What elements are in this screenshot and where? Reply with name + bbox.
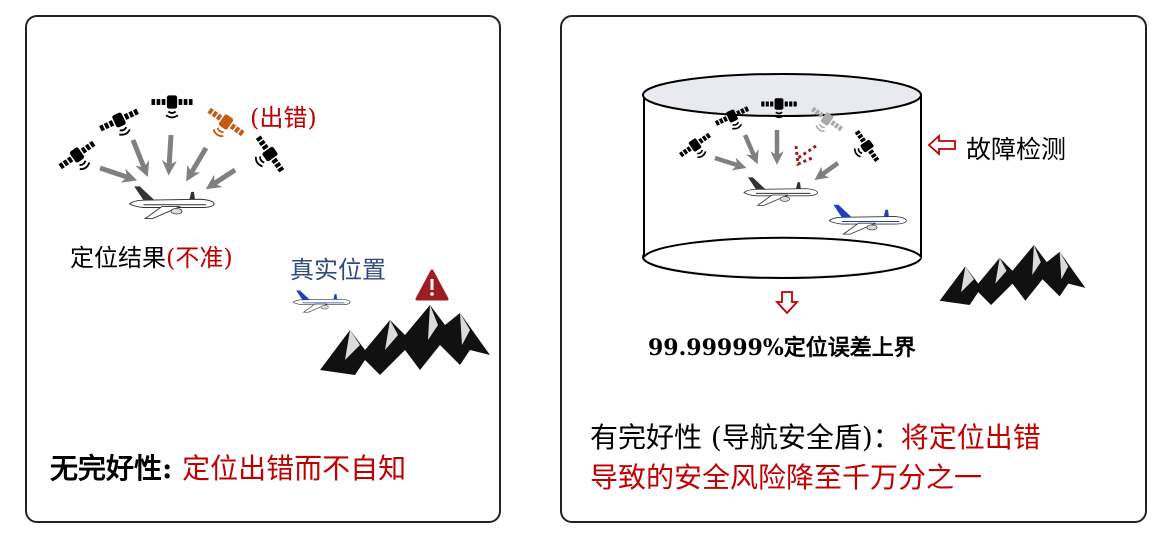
satellite-icon [55,136,104,181]
fault-excluded-arrow [794,144,817,167]
caption-highlight-line1: 将定位出错 [900,421,1041,454]
protection-cylinder [642,73,922,279]
positioning-result-label: 定位结果(不准) [70,238,233,273]
signal-arrows-right [714,130,840,180]
result-label: 定位结果 [70,244,166,272]
error-label: (出错) [250,104,317,132]
caption-prefix: 有完好性 (导航安全盾)： [590,421,901,454]
true-position-label: 真实位置 [290,256,386,284]
left-caption: 无完好性: 定位出错而不自知 [50,447,406,487]
satellite-icon [96,104,146,144]
satellite-icon [244,132,289,181]
mountain-icon [939,245,1086,305]
arrow-down-icon [774,291,800,315]
mountain-icon [320,305,490,375]
caption-prefix: 无完好性: [50,452,183,485]
result-inaccurate-flag: (不准) [166,244,233,272]
satellite-icon [150,94,194,119]
airplane-icon-true [292,290,351,313]
caption-highlight-line2: 导致的安全风险降至千万分之一 [590,461,983,494]
airplane-icon-estimated [129,185,215,220]
signal-arrows-left [99,134,237,190]
fault-detection-label: 故障检测 [966,135,1067,164]
caption-highlight: 定位出错而不自知 [182,452,407,485]
left-panel-no-integrity [25,15,501,523]
error-bound-label: 99.99999%定位误差上界 [648,335,916,361]
satellite-icon-faulty [199,103,248,148]
right-caption: 有完好性 (导航安全盾)：将定位出错 导致的安全风险降至千万分之一 [590,418,1041,498]
arrow-left-icon [927,133,956,157]
warning-icon [415,269,449,301]
